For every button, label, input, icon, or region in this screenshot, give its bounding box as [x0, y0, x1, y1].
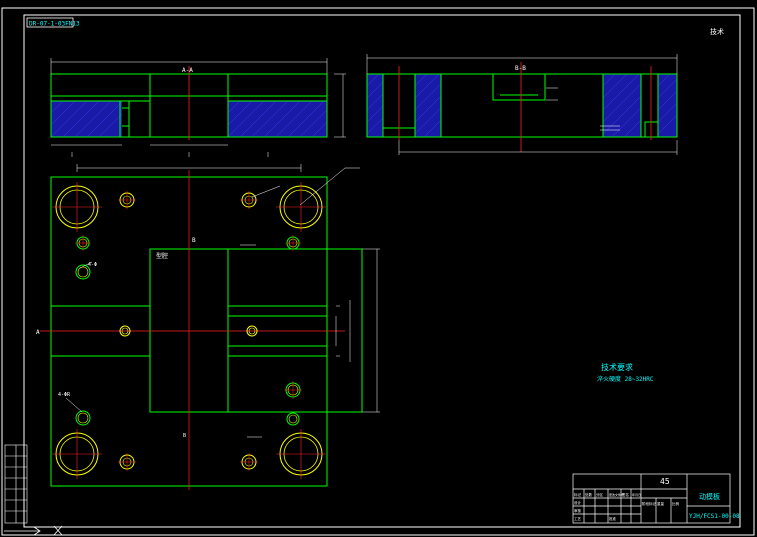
pin-hole-4 [284, 381, 302, 399]
hatch-b-2 [415, 74, 441, 137]
guide-hole-tr [276, 182, 326, 232]
section-view-a: A-A [50, 58, 346, 157]
cavity-outline [149, 248, 363, 413]
pin-hole-2 [285, 235, 301, 251]
hatch-lines-b [366, 73, 678, 138]
section-mark-a-left: A [36, 329, 40, 336]
section-mark-b-bottom: B [183, 433, 186, 439]
pin-hole-5 [75, 410, 91, 426]
hatch-b-4 [658, 74, 677, 137]
corner-code-label: DR-07-1-03FN13 [29, 21, 80, 28]
screw-hole-4 [240, 453, 258, 471]
plan-dimensions [65, 164, 380, 438]
hole-note-bottom-left: 4-ΦR [58, 392, 71, 398]
title-header-cell: 处数 [585, 492, 593, 497]
hatch-lines-a [50, 100, 328, 138]
guide-hole-br [276, 429, 326, 479]
section-label-b: B-B [515, 65, 526, 72]
title-role-cell: 工艺 [574, 516, 582, 521]
title-block: 45 动模板 YJH/FCS1-00-08 标记 处数 分区 更改文件号 签名 … [572, 473, 740, 524]
corner-code-box [26, 17, 74, 28]
guide-hole-tl [52, 182, 102, 232]
left-strip-table [4, 444, 28, 524]
title-sub-cell: 重量 [657, 501, 665, 506]
return-pin-hole-1 [119, 325, 131, 337]
ucs-icon [4, 525, 63, 536]
pin-hole-3 [75, 264, 91, 280]
notes-heading: 技术要求 [601, 362, 633, 372]
hatch-b-3 [603, 74, 641, 137]
title-header-cell: 更改文件号 [609, 492, 624, 497]
title-material: 45 [660, 477, 670, 486]
title-header-cell: 分区 [596, 492, 604, 497]
screw-hole-1 [118, 191, 136, 209]
section-mark-b-top: B [192, 237, 196, 244]
drawing-frame [1, 7, 755, 536]
cavity-label: 型腔 [156, 252, 168, 260]
title-role-cell: 批准 [609, 516, 617, 521]
hatch-left-a [51, 101, 122, 137]
screw-hole-3 [118, 453, 136, 471]
return-pin-hole-2 [246, 325, 258, 337]
large-hole-group [52, 182, 326, 479]
title-header-cell: 年月日 [632, 492, 641, 497]
title-header-cell: 标记 [574, 492, 582, 497]
title-drawing-number: YJH/FCS1-00-08 [689, 513, 740, 520]
pin-hole-6 [286, 412, 300, 426]
notes-line-1: 淬火硬度 28~32HRC [597, 375, 654, 383]
plan-view: 型腔 A B 4-Φ 4-ΦR [36, 164, 380, 490]
title-part-name: 动模板 [699, 492, 720, 501]
hatch-b-1 [367, 74, 383, 137]
top-right-mark: 技术 [710, 27, 724, 36]
hatch-right-a [228, 101, 327, 137]
hole-note-top-left: 4-Φ [88, 262, 97, 268]
guide-hole-bl [52, 429, 102, 479]
small-hole-group [75, 191, 302, 471]
screw-hole-2 [240, 191, 258, 209]
section-view-b: B-B [366, 54, 678, 155]
title-sub-cell: 阶段标记 [642, 501, 656, 506]
section-label-a: A-A [182, 67, 193, 74]
title-sub-cell: 比例 [672, 501, 680, 506]
title-role-cell: 审核 [574, 508, 582, 513]
pin-hole-1 [75, 235, 91, 251]
title-header-cell: 签名 [622, 492, 629, 497]
title-role-cell: 设计 [574, 500, 582, 505]
